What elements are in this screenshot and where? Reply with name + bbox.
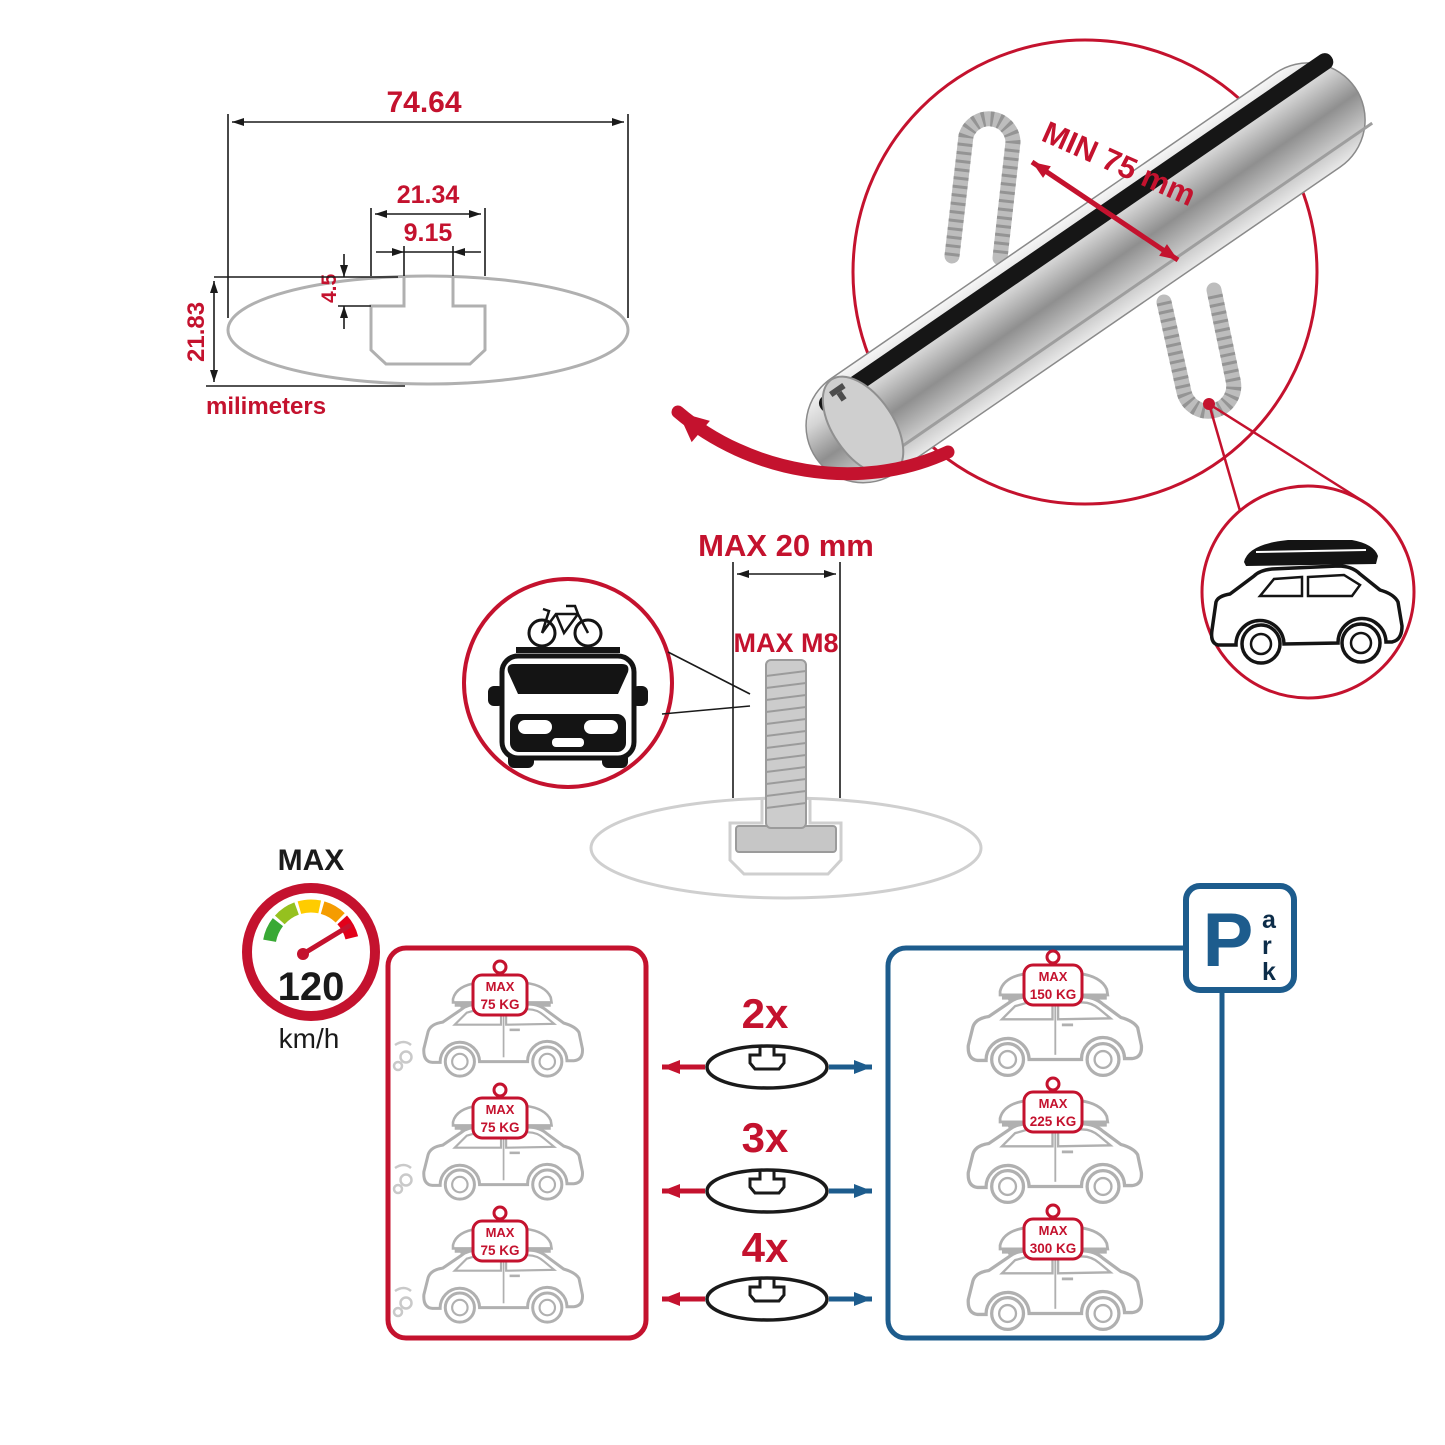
headlight-right	[584, 720, 618, 734]
multiplier-rows: 2x 3x 4x	[662, 990, 872, 1322]
multiplier-row-2x: 2x	[662, 990, 872, 1090]
park-sign-k: k	[1262, 958, 1276, 986]
tag-weight-label: 150 KG	[1030, 987, 1077, 1002]
t-bolt-head	[735, 825, 837, 853]
tag-max-label: MAX	[1039, 969, 1068, 984]
max-length-label: MAX 20 mm	[698, 528, 874, 563]
tag-weight-label: 75 KG	[480, 1120, 519, 1135]
threaded-bolt	[765, 659, 807, 829]
crossbar-icon	[705, 1044, 829, 1090]
multiplier-label: 4x	[742, 1224, 789, 1271]
gauge-needle	[300, 923, 352, 957]
dimension-slot-opening-depth: 4.5	[318, 254, 398, 329]
crossbar-profile-ellipse	[226, 274, 630, 386]
crossbar-icon	[705, 1276, 829, 1322]
max-thread-label: MAX M8	[733, 628, 838, 658]
tag-weight-label: 300 KG	[1030, 1241, 1077, 1256]
weight-tag: MAX 150 KG	[1022, 949, 1084, 1007]
tag-max-label: MAX	[1039, 1096, 1068, 1111]
u-bolt-right	[1156, 282, 1242, 419]
speed-limit-gauge: MAX 120 km/h	[242, 844, 380, 1054]
park-sign: P a r k	[1183, 883, 1297, 993]
units-label: milimeters	[206, 393, 326, 420]
park-sign-p: P	[1203, 898, 1254, 983]
suv-with-roofbox	[1209, 540, 1404, 665]
weight-tag: MAX 75 KG	[471, 959, 529, 1017]
dim-slot-outer-width-label: 21.34	[397, 181, 460, 209]
tag-weight-label: 75 KG	[480, 1243, 519, 1258]
gauge-arc-segments	[263, 899, 359, 943]
park-sign-border	[1183, 883, 1297, 993]
park-sign-r: r	[1262, 932, 1272, 960]
car-front-icon	[488, 647, 648, 768]
tag-max-label: MAX	[486, 1225, 515, 1240]
gauge-units: km/h	[279, 1023, 340, 1054]
callout-line-2	[661, 705, 751, 715]
bike-car-circle	[462, 577, 751, 789]
bar-to-drawing-arrow	[671, 405, 955, 481]
headlight-left	[518, 720, 552, 734]
roofbox-car-circle	[1200, 484, 1416, 700]
dim-slot-opening-width-label: 9.15	[404, 219, 453, 247]
cross-section-diagram: 74.64 21.34 9.15 4.5	[183, 86, 630, 420]
tag-max-label: MAX	[486, 979, 515, 994]
ghost-t-slot	[728, 799, 843, 876]
dim-slot-opening-depth-label: 4.5	[318, 273, 341, 303]
dimension-slot-opening-width: 9.15	[376, 219, 481, 276]
dimension-slot-outer-width: 21.34	[370, 181, 486, 276]
bike-icon	[527, 604, 603, 648]
dim-total-height-label: 21.83	[183, 302, 210, 362]
bar-detail-circle: MIN 75 mm	[805, 38, 1374, 512]
park-sign-a: a	[1262, 906, 1277, 934]
windshield	[507, 664, 629, 694]
crossbar-icon	[705, 1168, 829, 1214]
gauge-title: MAX	[278, 844, 345, 877]
t-slot-profile	[369, 277, 487, 366]
capacity-right-panel: MAX 150 KG MAX 225 KG MAX 300 KG	[885, 945, 1225, 1341]
license-plate	[552, 738, 584, 747]
weight-tag: MAX 75 KG	[471, 1205, 529, 1263]
tag-max-label: MAX	[486, 1102, 515, 1117]
roof-box	[1244, 540, 1378, 566]
left-panel-border	[385, 945, 649, 1341]
callout-line-1	[667, 651, 751, 695]
multiplier-row-4x: 4x	[662, 1224, 872, 1322]
bolt-diagram: MAX 20 mm MAX M8	[589, 528, 983, 900]
weight-tag: MAX 75 KG	[471, 1082, 529, 1140]
gauge-value: 120	[278, 965, 345, 1009]
right-panel-border	[885, 945, 1225, 1341]
multiplier-label: 3x	[742, 1114, 789, 1161]
tag-weight-label: 225 KG	[1030, 1114, 1077, 1129]
dimension-total-height: 21.83	[183, 276, 405, 387]
tag-max-label: MAX	[1039, 1223, 1068, 1238]
multiplier-row-3x: 3x	[662, 1114, 872, 1214]
weight-tag: MAX 225 KG	[1022, 1076, 1084, 1134]
weight-tag: MAX 300 KG	[1022, 1203, 1084, 1261]
min-spacing-arrow	[1030, 159, 1180, 263]
gauge-needle-pivot	[297, 948, 309, 960]
capacity-left-panel: MAX 75 KG MAX 75 KG MAX 75 KG	[385, 945, 649, 1341]
tag-weight-label: 75 KG	[480, 997, 519, 1012]
u-bolt-left	[944, 111, 1021, 266]
multiplier-label: 2x	[742, 990, 789, 1037]
dim-total-width-label: 74.64	[386, 86, 461, 119]
exhaust-smoke	[392, 1040, 413, 1318]
dimension-total-width: 74.64	[227, 86, 629, 318]
